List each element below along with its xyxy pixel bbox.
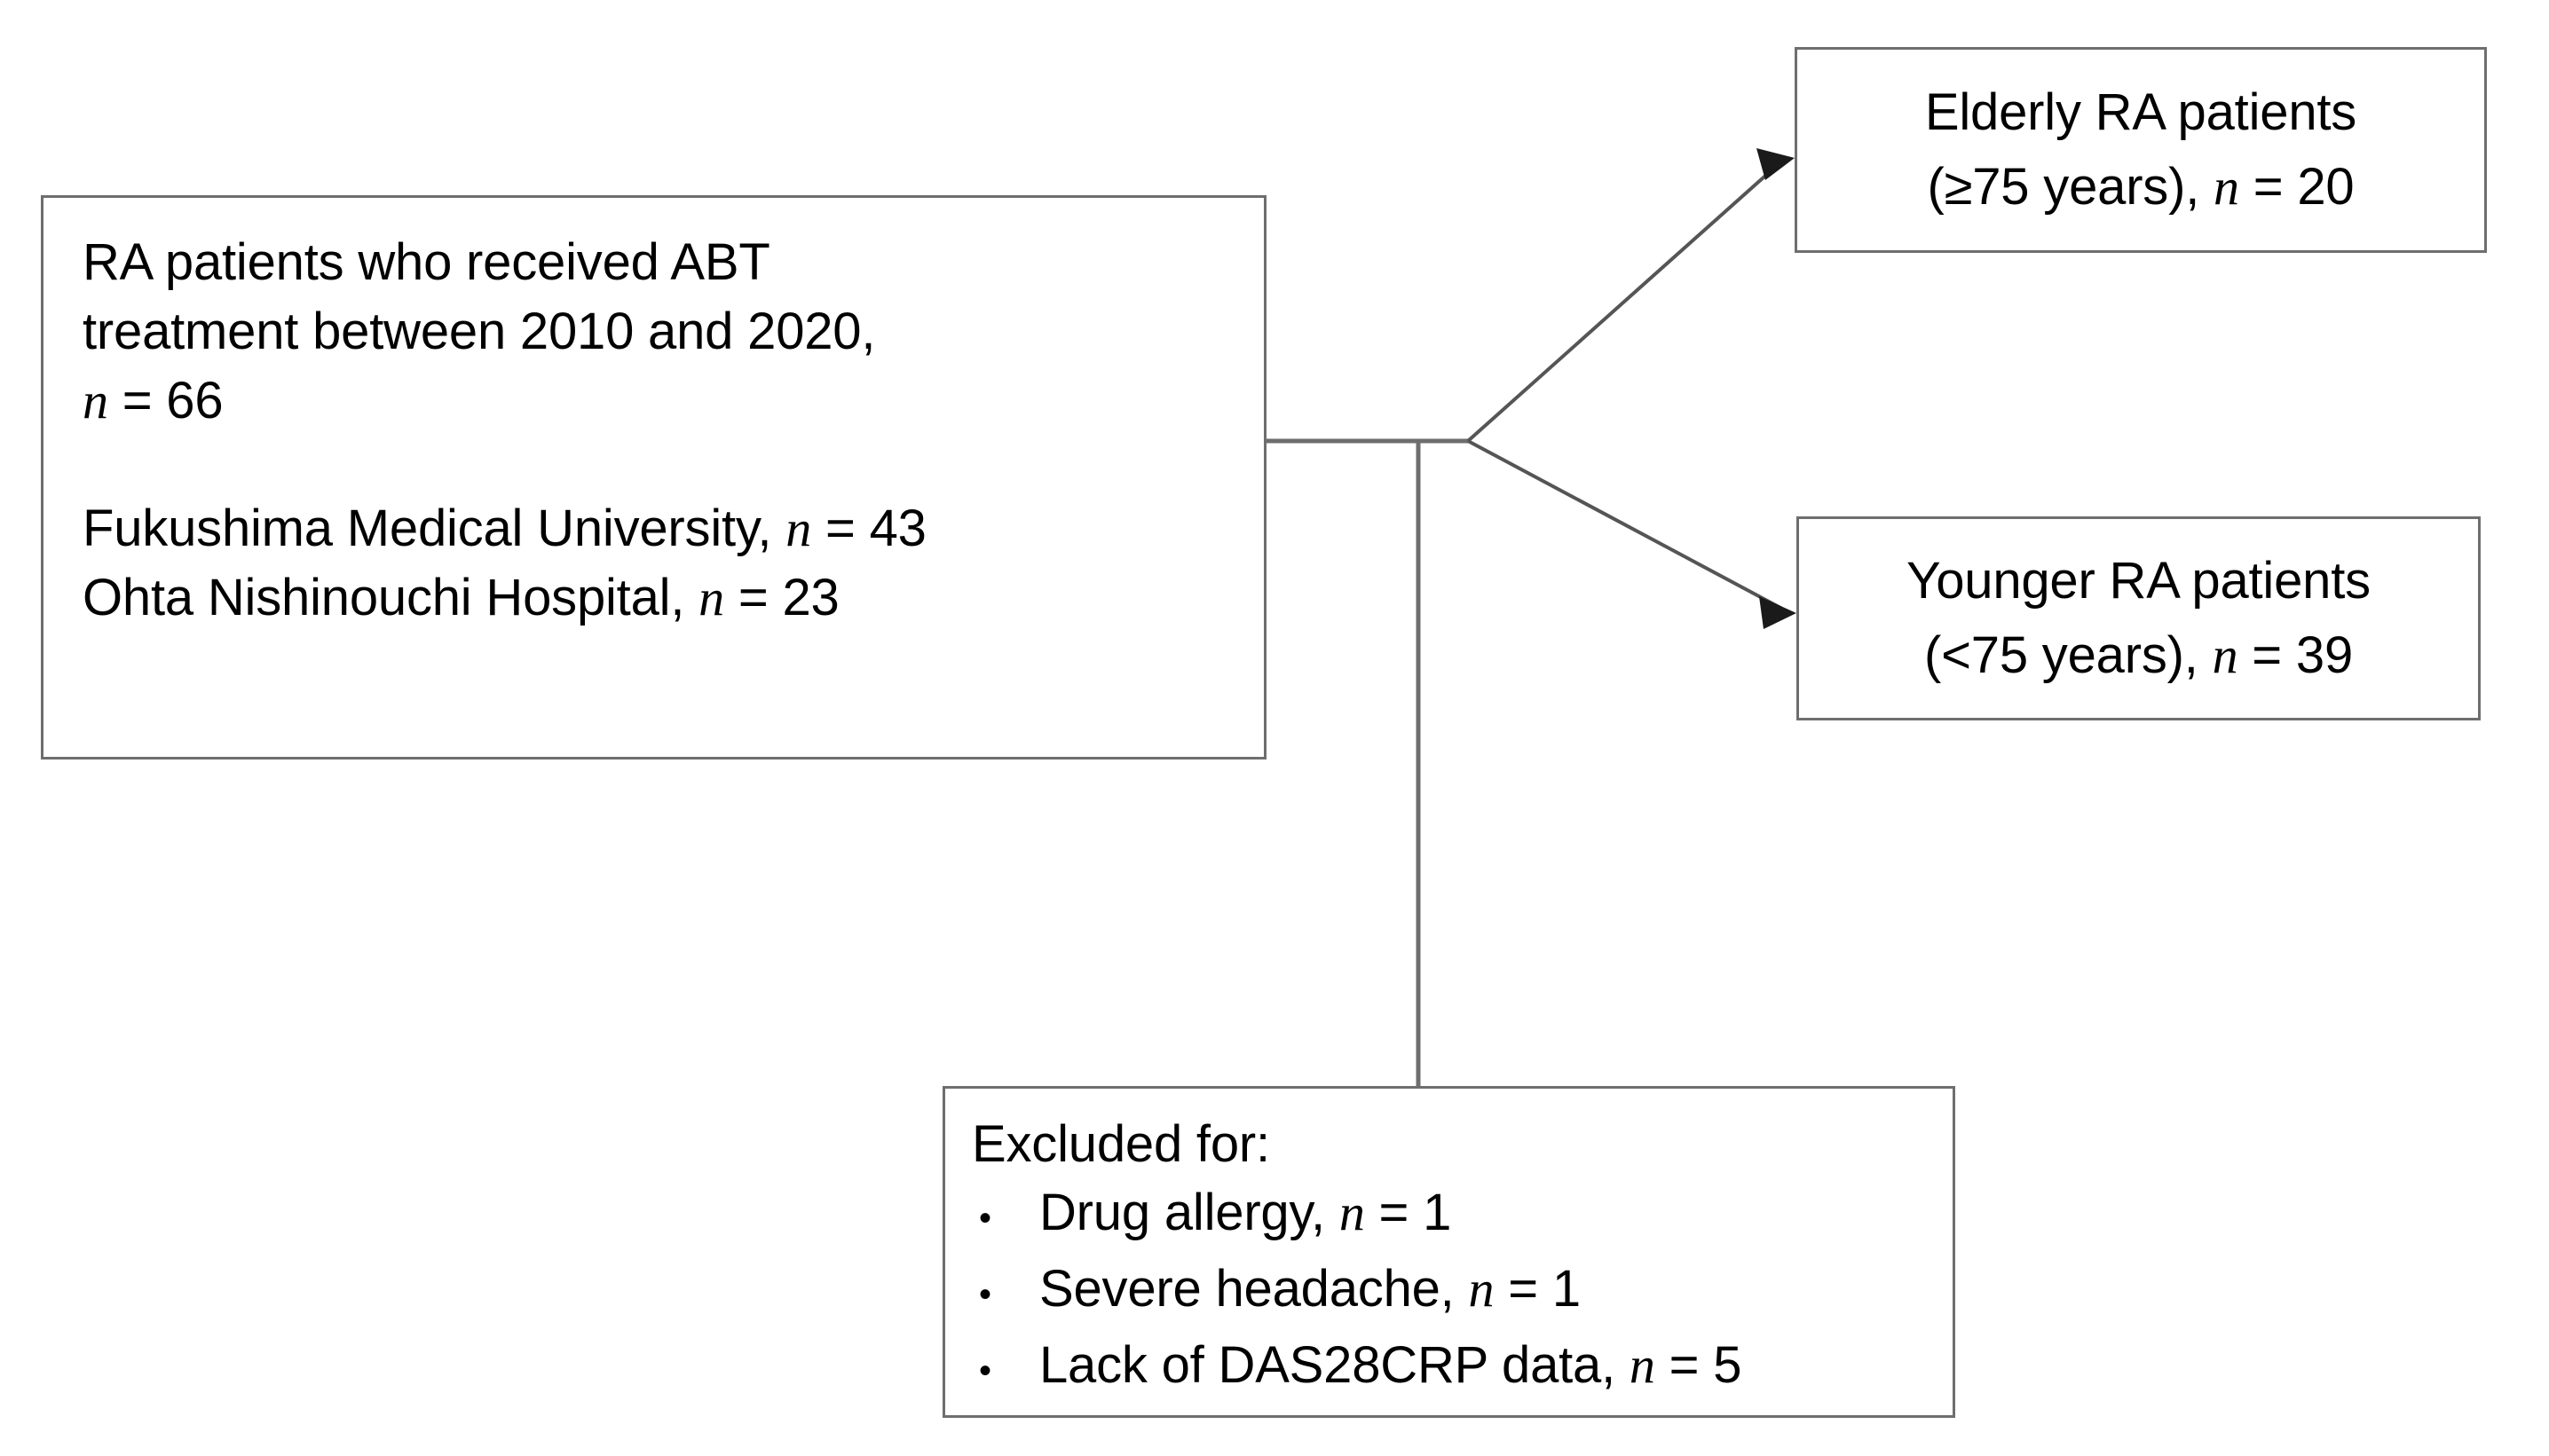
excluded-item-count: = 5 xyxy=(1654,1336,1742,1394)
excluded-list-item: • Drug allergy, n = 1 xyxy=(972,1177,1938,1254)
excluded-item-label: Severe headache, xyxy=(1039,1260,1469,1318)
n-variable: n xyxy=(1338,1184,1365,1241)
connector-to-elderly xyxy=(1466,161,1782,443)
younger-count: = 39 xyxy=(2237,626,2354,684)
bullet-icon: • xyxy=(979,1275,991,1314)
cohort-site-2: Ohta Nishinouchi Hospital, n = 23 xyxy=(83,563,1246,633)
excluded-item-label: Lack of DAS28CRP data, xyxy=(1039,1336,1630,1394)
n-variable: n xyxy=(1629,1336,1655,1394)
n-variable: n xyxy=(698,569,724,626)
excluded-item-text: Lack of DAS28CRP data, n = 5 xyxy=(1039,1330,1741,1401)
cohort-site-1: Fukushima Medical University, n = 43 xyxy=(83,494,1246,563)
elderly-age-criterion: (≥75 years), xyxy=(1927,158,2214,216)
n-variable: n xyxy=(83,372,108,429)
n-variable: n xyxy=(1468,1260,1495,1318)
excluded-item-text: Drug allergy, n = 1 xyxy=(1039,1177,1451,1248)
excluded-title: Excluded for: xyxy=(972,1115,1270,1173)
elderly-line-1: Elderly RA patients xyxy=(1924,83,2357,141)
site-2-count: = 23 xyxy=(723,569,840,626)
excluded-item-text: Severe headache, n = 1 xyxy=(1039,1254,1581,1325)
elderly-group-box: Elderly RA patients (≥75 years), n = 20 xyxy=(1795,47,2487,253)
younger-group-box: Younger RA patients (<75 years), n = 39 xyxy=(1796,516,2481,720)
cohort-line-2: treatment between 2010 and 2020, xyxy=(83,303,876,360)
bullet-icon: • xyxy=(979,1199,991,1238)
younger-line-2: (<75 years), n = 39 xyxy=(1924,618,2353,693)
site-1-label: Fukushima Medical University, xyxy=(83,500,786,557)
elderly-count: = 20 xyxy=(2238,158,2355,216)
excluded-item-label: Drug allergy, xyxy=(1039,1184,1339,1241)
excluded-list-item: • Lack of DAS28CRP data, n = 5 xyxy=(972,1330,1938,1406)
cohort-box: RA patients who received ABT treatment b… xyxy=(41,195,1267,759)
n-variable: n xyxy=(2212,626,2238,684)
site-1-count: = 43 xyxy=(811,500,927,557)
site-2-label: Ohta Nishinouchi Hospital, xyxy=(83,569,699,626)
arrowhead-younger xyxy=(1759,596,1796,629)
cohort-line-1: RA patients who received ABT xyxy=(83,233,770,291)
cohort-spacer xyxy=(83,436,1246,494)
excluded-list-item: • Severe headache, n = 1 xyxy=(972,1254,1938,1330)
cohort-total-count: = 66 xyxy=(107,372,224,429)
younger-line-1: Younger RA patients xyxy=(1906,552,2371,610)
bullet-icon: • xyxy=(979,1351,991,1390)
connector-to-younger xyxy=(1467,439,1783,610)
elderly-line-2: (≥75 years), n = 20 xyxy=(1928,150,2355,224)
excluded-item-count: = 1 xyxy=(1364,1184,1452,1241)
cohort-line-3: n = 66 xyxy=(83,366,1246,436)
excluded-item-count: = 1 xyxy=(1494,1260,1581,1318)
younger-age-criterion: (<75 years), xyxy=(1923,626,2213,684)
arrowhead-elderly xyxy=(1756,148,1795,180)
excluded-box: Excluded for: • Drug allergy, n = 1 • Se… xyxy=(943,1086,1955,1418)
n-variable: n xyxy=(785,500,812,557)
n-variable: n xyxy=(2214,158,2239,216)
